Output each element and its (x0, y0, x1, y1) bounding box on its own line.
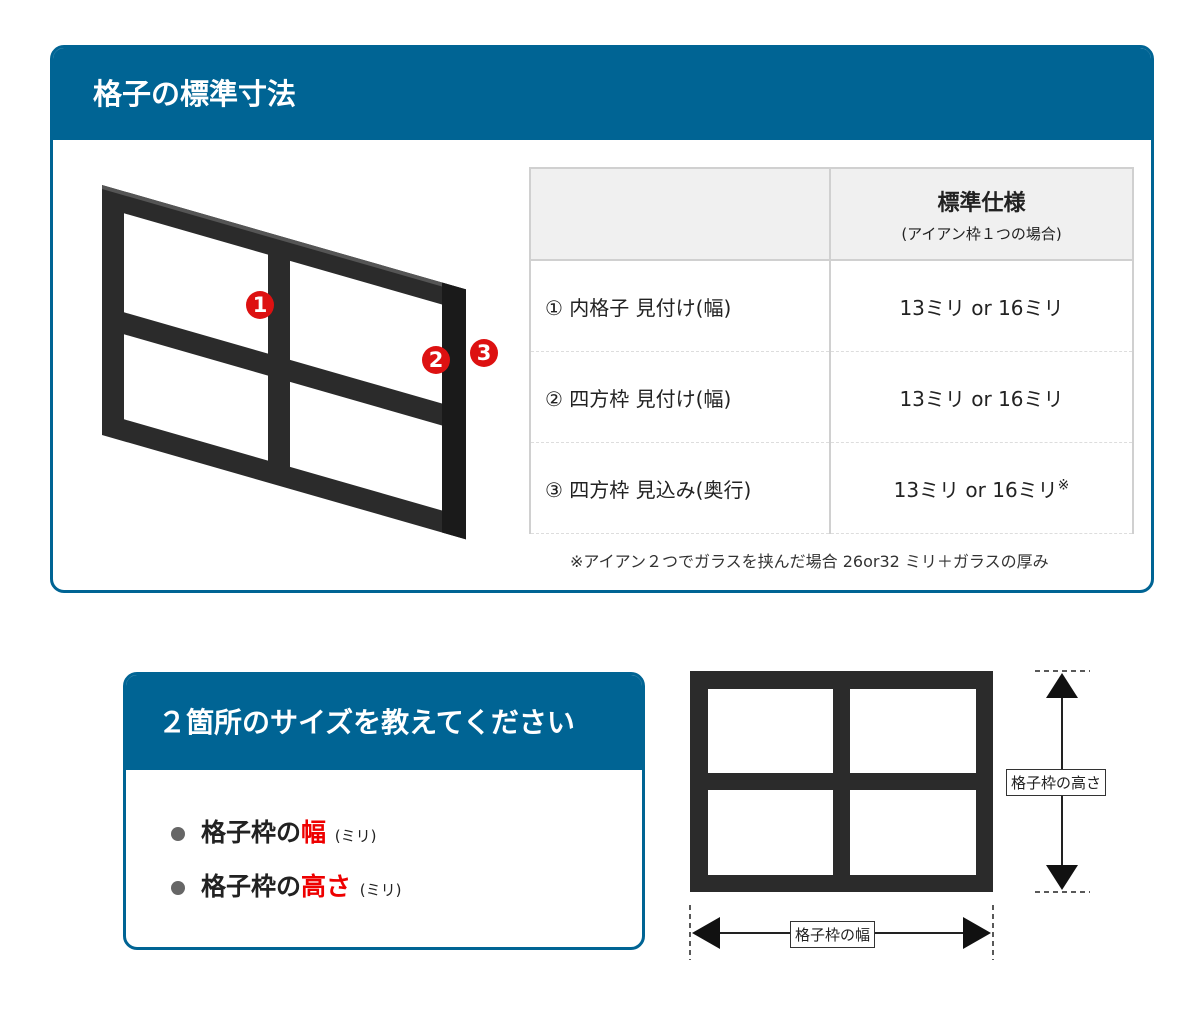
height-label: 格子枠の高さ (1006, 769, 1107, 796)
arrow-left-icon (692, 917, 720, 949)
size-request-card: ２箇所のサイズを教えてください 格子枠の幅 (ミリ) 格子枠の高さ (ミリ) (123, 672, 645, 950)
spec-header: 標準仕様 (937, 190, 1026, 216)
table-row: ① 内格子 見付け(幅) 13ミリ or 16ミリ (529, 259, 1134, 352)
row-value: 13ミリ or 16ミリ (899, 295, 1064, 320)
table-row: ③ 四方枠 見込み(奥行) 13ミリ or 16ミリ※ (529, 442, 1134, 534)
row-mark: ※ (1057, 476, 1070, 493)
section-title: 格子の標準寸法 (53, 48, 1151, 140)
standard-dimensions-card: 格子の標準寸法 (50, 45, 1154, 593)
marker-1: 1 (246, 291, 274, 319)
item-accent: 幅 (301, 818, 327, 847)
row-label: ③ 四方枠 見込み(奥行) (529, 442, 831, 534)
table-row: ② 四方枠 見付け(幅) 13ミリ or 16ミリ (529, 351, 1134, 443)
bullet-icon (171, 827, 185, 841)
item-unit: (ミリ) (334, 827, 377, 845)
list-item-width: 格子枠の幅 (ミリ) (171, 813, 376, 849)
spec-table: 標準仕様 (アイアン枠１つの場合) ① 内格子 見付け(幅) 13ミリ or 16ミ… (529, 167, 1134, 534)
row-value: 13ミリ or 16ミリ (899, 386, 1064, 411)
row-value: 13ミリ or 16ミリ (893, 477, 1058, 502)
item-unit: (ミリ) (359, 881, 402, 899)
spec-subheader: (アイアン枠１つの場合) (901, 224, 1062, 243)
footnote: ※アイアン２つでガラスを挟んだ場合 26or32 ミリ＋ガラスの厚み (570, 552, 1049, 571)
arrow-down-icon (1046, 865, 1078, 890)
marker-3: 3 (470, 339, 498, 367)
row-label: ② 四方枠 見付け(幅) (529, 351, 831, 443)
width-label: 格子枠の幅 (790, 921, 876, 948)
list-item-height: 格子枠の高さ (ミリ) (171, 867, 401, 903)
bullet-icon (171, 881, 185, 895)
section-title: ２箇所のサイズを教えてください (126, 675, 642, 770)
arrow-right-icon (963, 917, 991, 949)
item-prefix: 格子枠の (201, 818, 302, 847)
row-label: ① 内格子 見付け(幅) (529, 259, 831, 352)
item-accent: 高さ (301, 872, 352, 901)
item-prefix: 格子枠の (201, 872, 302, 901)
marker-2: 2 (422, 346, 450, 374)
arrow-up-icon (1046, 673, 1078, 698)
